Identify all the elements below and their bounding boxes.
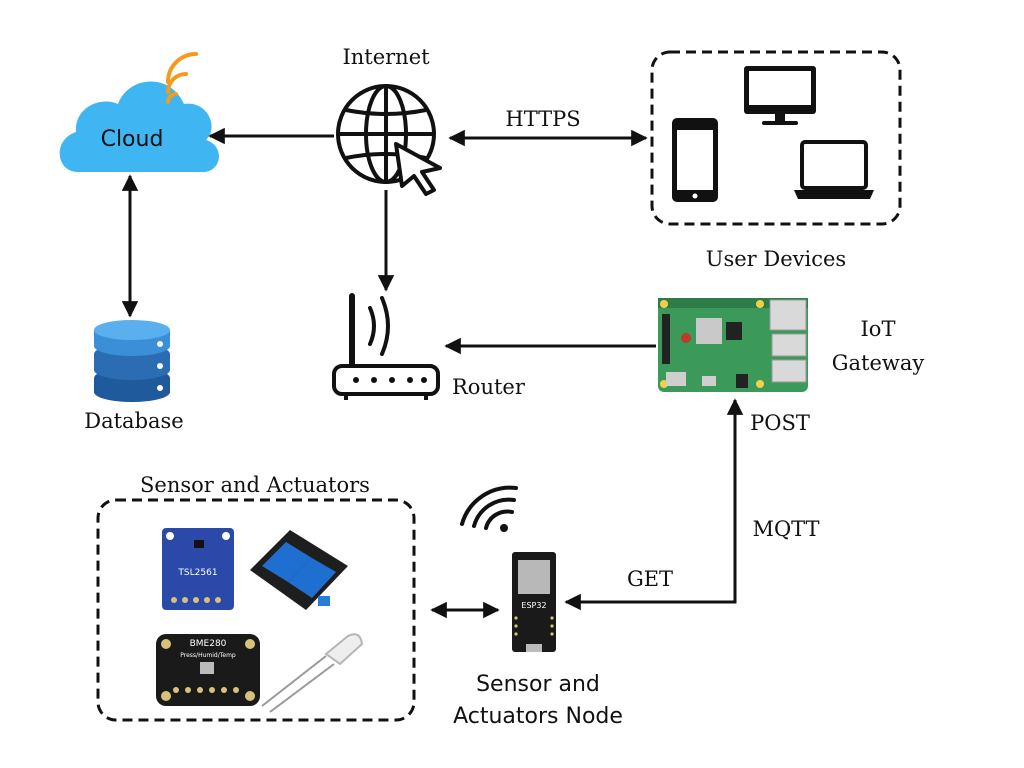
bme280-icon: BME280 Press/Humid/Temp — [156, 634, 260, 706]
bme280-sublabel: Press/Humid/Temp — [180, 652, 236, 659]
sensor-group-node: Sensor and Actuators TSL2561 BME — [96, 473, 416, 722]
monitor-icon — [744, 66, 816, 125]
user-devices-label: User Devices — [706, 247, 846, 271]
internet-label: Internet — [342, 45, 430, 69]
sensor-group-boundary — [96, 498, 416, 722]
globe-cursor-icon — [336, 84, 442, 196]
edge-label-mqtt: MQTT — [752, 517, 819, 541]
iot-gateway-label-line1: IoT — [861, 317, 896, 341]
sensor-node: ESP32 Sensor and Actuators Node — [453, 485, 623, 729]
database-label: Database — [84, 409, 183, 433]
internet-node: Internet — [336, 45, 442, 196]
iot-gateway-node: IoT Gateway — [658, 298, 924, 392]
arrow-node-gateway — [564, 398, 744, 611]
cloud-node: Cloud — [59, 52, 219, 173]
smartphone-icon — [672, 118, 718, 202]
cloud-label: Cloud — [101, 127, 164, 152]
relay-module-icon — [250, 530, 348, 610]
router-node: Router — [332, 293, 526, 400]
sensor-node-label-line2: Actuators Node — [453, 704, 623, 729]
database-node: Database — [84, 320, 184, 433]
led-icon — [261, 633, 364, 713]
edge-label-get: GET — [627, 567, 673, 591]
esp32-chip-label: ESP32 — [521, 601, 546, 610]
laptop-icon — [794, 140, 874, 199]
user-devices-node: User Devices — [650, 50, 902, 271]
sensor-group-label: Sensor and Actuators — [140, 473, 370, 497]
raspberry-pi-icon — [658, 298, 808, 392]
light-sensor-icon: TSL2561 — [162, 528, 234, 610]
edge-label-https: HTTPS — [505, 107, 580, 131]
sensor-node-label-line1: Sensor and — [476, 672, 600, 697]
user-devices-boundary — [650, 50, 902, 226]
wifi-icon — [460, 485, 518, 532]
cloud-icon — [59, 81, 219, 173]
database-icon — [94, 320, 170, 402]
signal-icon — [166, 52, 198, 104]
edge-label-post: POST — [750, 411, 810, 435]
light-sensor-label: TSL2561 — [177, 568, 217, 578]
esp32-icon: ESP32 — [512, 552, 556, 652]
iot-gateway-label-line2: Gateway — [832, 351, 925, 375]
router-label: Router — [452, 375, 526, 399]
bme280-label: BME280 — [190, 639, 227, 649]
router-icon — [332, 293, 440, 400]
